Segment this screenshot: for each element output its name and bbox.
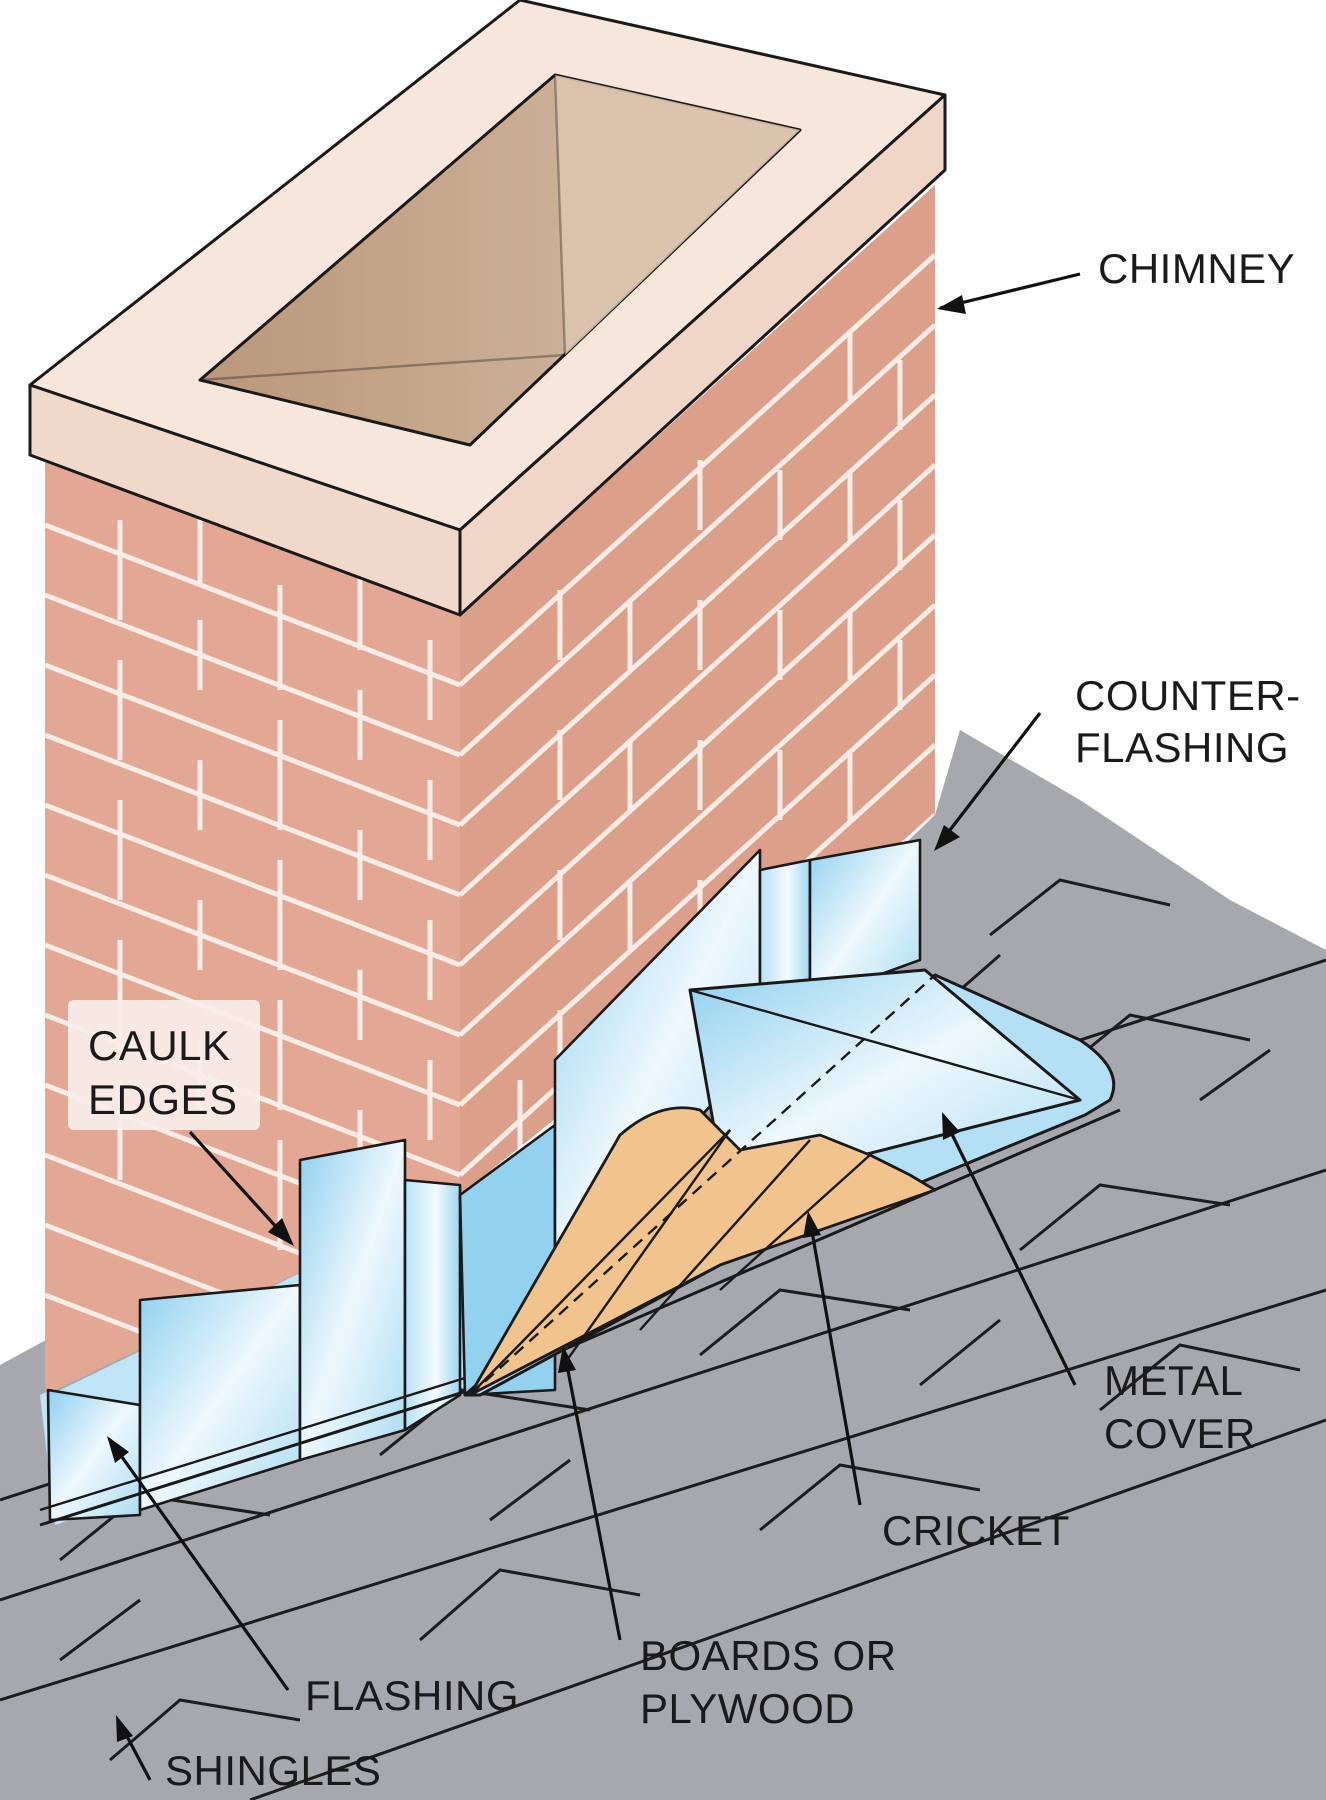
arrow-chimney <box>937 272 1081 314</box>
label-counter-flashing-line1: COUNTER- <box>1075 672 1301 719</box>
arrow-counter-flashing <box>934 712 1042 851</box>
label-counter-flashing-line2: FLASHING <box>1075 724 1289 771</box>
label-shingles: SHINGLES <box>165 1747 381 1794</box>
label-flashing: FLASHING <box>305 1672 519 1719</box>
arrow-boards <box>558 1346 622 1641</box>
labels: CHIMNEY COUNTER- FLASHING CAULK EDGES ME… <box>88 245 1301 1794</box>
arrow-metal-cover <box>942 1112 1077 1386</box>
label-cricket: CRICKET <box>882 1507 1070 1554</box>
label-boards-line2: PLYWOOD <box>640 1685 855 1732</box>
arrow-cricket <box>803 1211 862 1506</box>
caulk-label-background <box>68 1000 260 1130</box>
flue-opening <box>198 73 802 447</box>
arrow-caulk-edges <box>188 1130 294 1246</box>
label-metal-cover-line2: COVER <box>1104 1410 1256 1457</box>
label-caulk-edges-line1: CAULK <box>88 1022 231 1069</box>
label-caulk-edges-line2: EDGES <box>88 1076 238 1123</box>
label-chimney: CHIMNEY <box>1098 245 1295 292</box>
label-boards-line1: BOARDS OR <box>640 1632 897 1679</box>
arrow-shingles <box>116 1715 152 1781</box>
arrow-flashing <box>107 1436 290 1691</box>
cricket-boards <box>468 974 937 1397</box>
label-metal-cover-line1: METAL <box>1104 1357 1243 1404</box>
leader-arrows <box>107 272 1081 1781</box>
step-flashing <box>39 1108 1121 1527</box>
